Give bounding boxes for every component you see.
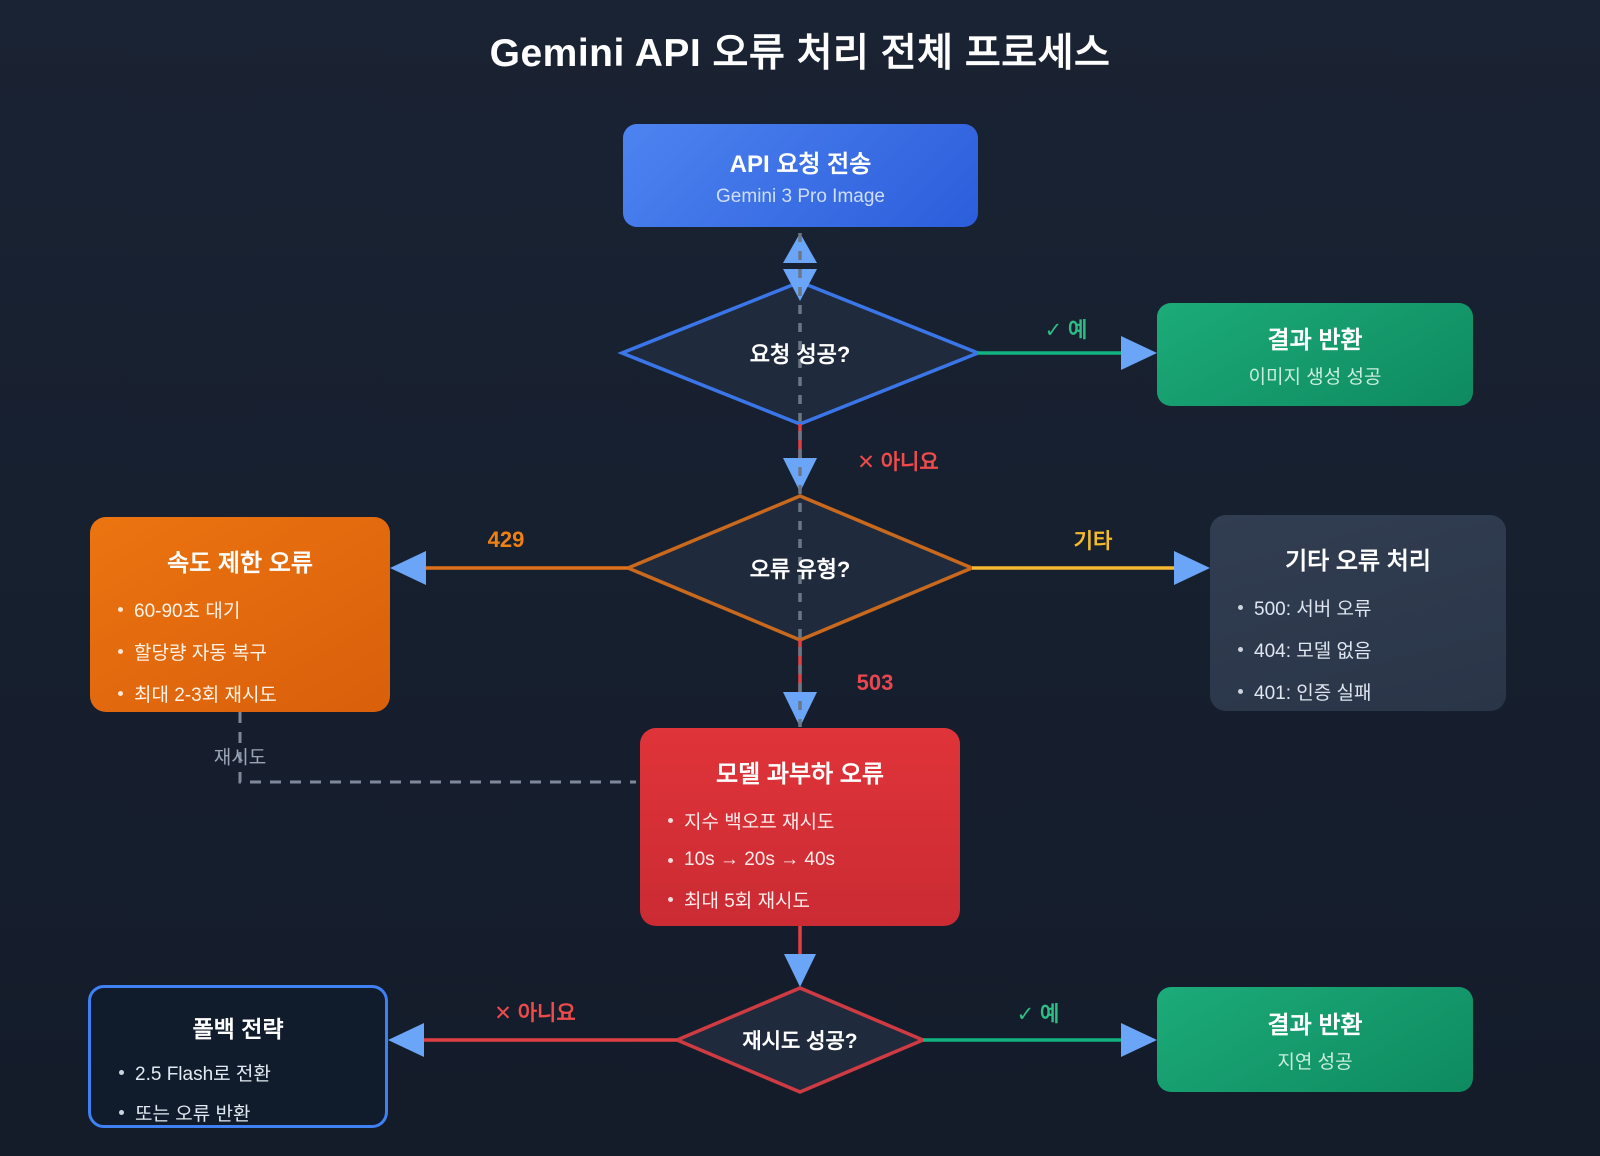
node-start-subtitle: Gemini 3 Pro Image bbox=[716, 185, 885, 207]
arrowhead-down-to-request-decision bbox=[783, 269, 817, 301]
bullet-text: 60-90초 대기 bbox=[134, 601, 241, 622]
node-return-result-image-subtitle: 이미지 생성 성공 bbox=[1248, 367, 1382, 388]
bullet-text: 401: 인증 실패 bbox=[1254, 683, 1372, 704]
list-item: 2.5 Flash로 전환 bbox=[119, 1059, 357, 1086]
node-fallback-strategy: 폴백 전략 2.5 Flash로 전환 또는 오류 반환 bbox=[88, 985, 388, 1128]
list-item: 10s → 20s → 40s bbox=[668, 849, 932, 871]
bullet-dot bbox=[1238, 605, 1243, 610]
edge-label-other: 기타 bbox=[1073, 530, 1113, 553]
edge-label-429: 429 bbox=[487, 527, 525, 552]
node-start-title: API 요청 전송 bbox=[729, 150, 872, 178]
node-other-error-title: 기타 오류 처리 bbox=[1285, 548, 1431, 575]
node-return-result-image: 결과 반환 이미지 생성 성공 bbox=[1157, 303, 1473, 406]
node-fallback-title: 폴백 전략 bbox=[192, 1016, 284, 1042]
node-overload-title: 모델 과부하 오류 bbox=[716, 761, 884, 788]
bullet-dot bbox=[119, 1070, 124, 1075]
edge-label-no-top: ✕ 아니요 bbox=[857, 451, 939, 474]
list-item: 60-90초 대기 bbox=[118, 596, 362, 623]
arrowhead-to-return-result-image bbox=[1121, 336, 1157, 370]
list-item: 404: 모델 없음 bbox=[1238, 636, 1478, 663]
node-other-error-handling: 기타 오류 처리 500: 서버 오류 404: 모델 없음 401: 인증 실… bbox=[1210, 515, 1506, 711]
node-return-result-image-title: 결과 반환 bbox=[1267, 327, 1363, 354]
node-start: API 요청 전송 Gemini 3 Pro Image bbox=[623, 124, 978, 227]
edge-label-no-bottom: ✕ 아니요 bbox=[494, 1002, 576, 1025]
bullet-text: 최대 5회 재시도 bbox=[684, 891, 811, 912]
node-return-result-delayed-subtitle: 지연 성공 bbox=[1277, 1052, 1353, 1073]
decision-error-type-label: 오류 유형? bbox=[749, 557, 851, 582]
list-item: 지수 백오프 재시도 bbox=[668, 807, 932, 834]
decision-retry-success-diamond bbox=[672, 986, 928, 1094]
list-item: 최대 2-3회 재시도 bbox=[118, 680, 362, 707]
bullet-text: 10s → 20s → 40s bbox=[684, 849, 836, 870]
list-item: 401: 인증 실패 bbox=[1238, 678, 1478, 705]
arrowhead-up-to-start bbox=[783, 233, 817, 263]
bullet-dot bbox=[668, 857, 673, 863]
arrowhead-to-other-errors bbox=[1174, 551, 1210, 585]
decision-request-success-label: 요청 성공? bbox=[749, 342, 851, 367]
bullet-text: 할당량 자동 복구 bbox=[134, 643, 267, 664]
node-rate-limit-error: 속도 제한 오류 60-90초 대기 할당량 자동 복구 최대 2-3회 재시도 bbox=[90, 517, 390, 712]
decision-retry-success-label: 재시도 성공? bbox=[742, 1030, 858, 1053]
edge-label-yes-bottom: ✓ 예 bbox=[1016, 1003, 1060, 1026]
arrowhead-to-fallback bbox=[388, 1023, 424, 1057]
bullet-text: 404: 모델 없음 bbox=[1254, 641, 1372, 662]
arrowhead-to-rate-limit bbox=[390, 551, 426, 585]
bullet-dot bbox=[118, 607, 123, 612]
node-return-result-delayed: 결과 반환 지연 성공 bbox=[1157, 987, 1473, 1092]
bullet-dot bbox=[119, 1110, 124, 1115]
bullet-text: 지수 백오프 재시도 bbox=[684, 812, 835, 833]
edge-label-503: 503 bbox=[856, 670, 894, 695]
edge-label-yes-top: ✓ 예 bbox=[1044, 319, 1088, 342]
node-model-overload-error: 모델 과부하 오류 지수 백오프 재시도 10s → 20s → 40s 최대 … bbox=[640, 728, 960, 926]
bullet-dot bbox=[1238, 689, 1243, 694]
node-rate-limit-title: 속도 제한 오류 bbox=[167, 550, 313, 577]
bullet-text: 2.5 Flash로 전환 bbox=[135, 1064, 271, 1085]
list-item: 500: 서버 오류 bbox=[1238, 594, 1478, 621]
edge-label-retry: 재시도 bbox=[213, 747, 267, 769]
bullet-dot bbox=[118, 691, 123, 696]
bullet-text: 또는 오류 반환 bbox=[135, 1104, 251, 1125]
list-item: 또는 오류 반환 bbox=[119, 1099, 357, 1126]
edge-retry-dashed-line bbox=[238, 712, 636, 784]
arrowhead-to-retry-decision bbox=[784, 954, 816, 987]
list-item: 최대 5회 재시도 bbox=[668, 886, 932, 913]
bullet-text: 최대 2-3회 재시도 bbox=[134, 685, 277, 706]
bullet-text: 500: 서버 오류 bbox=[1254, 599, 1372, 620]
arrowhead-to-return-result-delayed bbox=[1121, 1023, 1157, 1057]
list-item: 할당량 자동 복구 bbox=[118, 638, 362, 665]
bullet-dot bbox=[668, 818, 673, 823]
page-title: Gemini API 오류 처리 전체 프로세스 bbox=[489, 32, 1111, 75]
node-return-result-delayed-title: 결과 반환 bbox=[1267, 1012, 1363, 1039]
bullet-dot bbox=[668, 897, 673, 902]
bullet-dot bbox=[1238, 647, 1243, 652]
bullet-dot bbox=[118, 649, 123, 654]
